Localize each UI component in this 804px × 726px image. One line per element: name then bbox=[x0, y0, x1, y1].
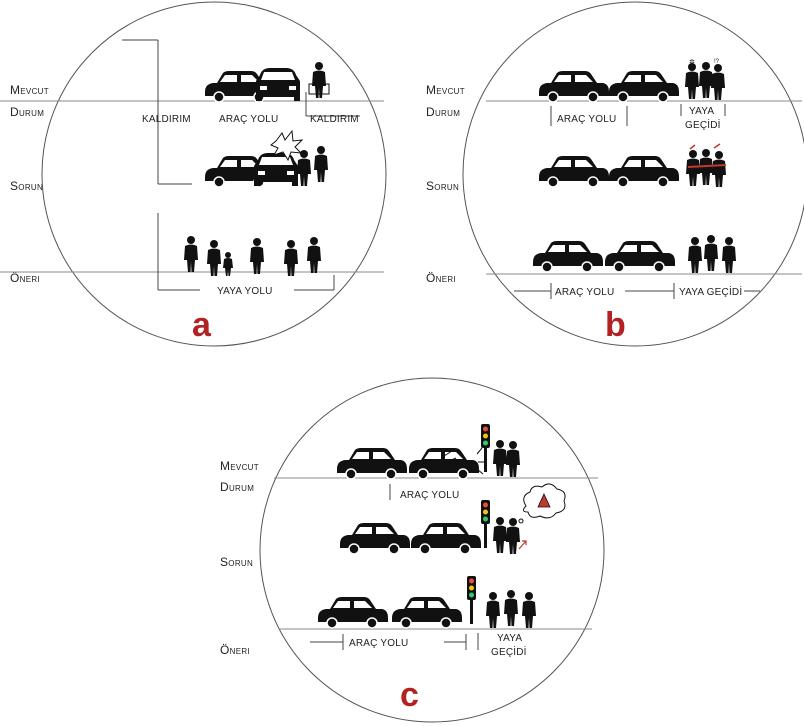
row-label-mevcut: Mevcut bbox=[426, 83, 465, 97]
conflict-mark-icon bbox=[689, 143, 721, 150]
panel-letter-b: b bbox=[605, 306, 626, 344]
row-label-mevcut: Mevcut bbox=[220, 459, 259, 473]
label-gecidi-bottom: GEÇİDİ bbox=[491, 645, 527, 658]
row-label-durum: Durum bbox=[10, 105, 44, 119]
label-arac-yolu-top: ARAÇ YOLU bbox=[400, 490, 459, 501]
row-labels-bottom: Mevcut Durum Sorun Öneri bbox=[220, 459, 259, 657]
label-gecidi-top: GEÇİDİ bbox=[685, 118, 721, 131]
label-arac-yolu-bottom: ARAÇ YOLU bbox=[555, 287, 614, 298]
label-yaya-bottom: YAYA bbox=[497, 633, 522, 644]
row-label-sorun: Sorun bbox=[220, 555, 253, 569]
panel-b: ✲ !? ARAÇ YOLU YAYA GEÇİDİ ARAÇ YOLU YAY… bbox=[462, 1, 804, 347]
label-arac-yolu: ARAÇ YOLU bbox=[219, 114, 278, 125]
panel-c: ARAÇ YOLU ARAÇ YOLU YAYA GEÇİDİ c bbox=[259, 377, 605, 723]
car-front-icon bbox=[254, 153, 298, 186]
label-yaya-yolu: YAYA YOLU bbox=[217, 286, 273, 297]
label-yaya-top: YAYA bbox=[689, 106, 714, 117]
pedestrian-icon bbox=[308, 62, 330, 98]
arrow-icon bbox=[518, 540, 527, 550]
car-front-icon bbox=[256, 68, 300, 101]
conflict-mark-icon bbox=[687, 164, 727, 168]
row-labels-left: Mevcut Durum Sorun Öneri bbox=[10, 83, 49, 285]
row-label-oneri: Öneri bbox=[220, 643, 250, 657]
row-labels-middle: Mevcut Durum Sorun Öneri bbox=[426, 83, 465, 285]
panel-a: KALDIRIM ARAÇ YOLU KALDIRIM YAYA YOLU a bbox=[0, 1, 387, 347]
row-label-sorun: Sorun bbox=[10, 179, 43, 193]
row-label-mevcut: Mevcut bbox=[10, 83, 49, 97]
impact-lines-icon bbox=[476, 447, 485, 475]
chatter-icon: !? bbox=[714, 59, 720, 65]
chatter-icon: ✲ bbox=[689, 58, 695, 66]
row-label-sorun: Sorun bbox=[426, 179, 459, 193]
label-kaldirim-left: KALDIRIM bbox=[142, 114, 191, 125]
label-kaldirim-right: KALDIRIM bbox=[310, 114, 359, 125]
label-yaya-gecidi-bottom: YAYA GEÇİDİ bbox=[679, 285, 742, 298]
row-label-durum: Durum bbox=[426, 105, 460, 119]
row-label-oneri: Öneri bbox=[10, 271, 40, 285]
row-label-durum: Durum bbox=[220, 480, 254, 494]
thought-dot-icon bbox=[518, 518, 524, 524]
crack-mark-icon bbox=[443, 450, 457, 463]
label-arac-yolu-top: ARAÇ YOLU bbox=[557, 114, 616, 125]
label-arac-yolu-bottom: ARAÇ YOLU bbox=[349, 638, 408, 649]
row-label-oneri: Öneri bbox=[426, 271, 456, 285]
panel-letter-c: c bbox=[400, 676, 419, 714]
panel-letter-a: a bbox=[192, 306, 212, 344]
panel-c-circle bbox=[259, 377, 605, 723]
warning-icon bbox=[537, 493, 551, 508]
